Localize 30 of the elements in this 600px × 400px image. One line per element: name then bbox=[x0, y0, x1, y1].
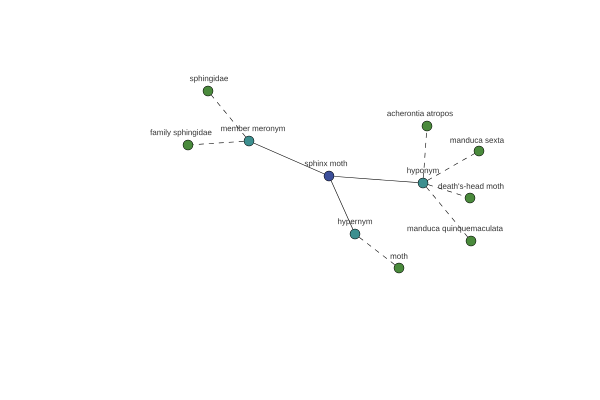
graph-node bbox=[464, 192, 476, 204]
graph-node bbox=[202, 86, 214, 96]
graph-node bbox=[466, 236, 476, 246]
node-label: member meronym bbox=[221, 125, 285, 133]
connector bbox=[423, 130, 427, 178]
graph-node bbox=[422, 120, 432, 132]
connector bbox=[192, 141, 244, 145]
node-label: sphinx moth bbox=[304, 160, 348, 168]
connector bbox=[254, 142, 324, 174]
graph-node bbox=[244, 136, 254, 146]
graph-node bbox=[182, 140, 194, 150]
connector bbox=[330, 180, 354, 230]
connector bbox=[358, 236, 396, 266]
node-label: manduca sexta bbox=[450, 137, 504, 143]
connector bbox=[334, 176, 418, 183]
graph-node bbox=[350, 228, 360, 240]
graph-node bbox=[394, 262, 404, 274]
node-label: acherontia atropos bbox=[387, 110, 453, 118]
node-label: hyponym bbox=[407, 167, 439, 175]
node-label: sphingidae bbox=[190, 75, 228, 83]
connector bbox=[426, 186, 468, 238]
node-label: moth bbox=[390, 253, 408, 259]
connector bbox=[427, 153, 475, 181]
node-label: family sphingidae bbox=[150, 129, 212, 137]
graph-node bbox=[324, 170, 334, 182]
node-label: manduca quinquemaculata bbox=[408, 225, 504, 233]
node-label: death's-head moth bbox=[438, 183, 504, 189]
connector bbox=[211, 94, 246, 138]
graph-node bbox=[474, 146, 484, 156]
graph-node bbox=[418, 178, 428, 188]
